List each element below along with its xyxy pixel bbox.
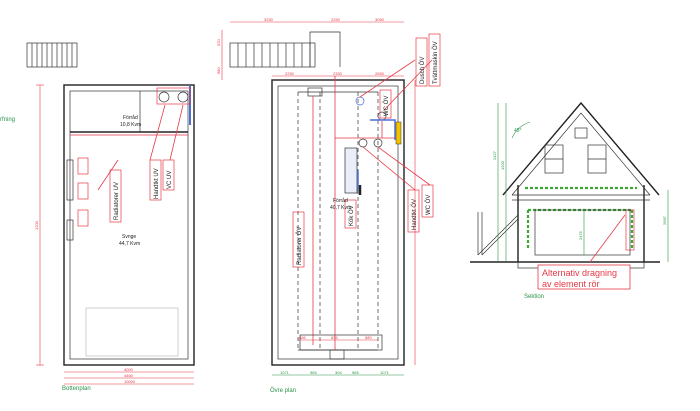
svg-text:880: 880 — [365, 335, 372, 340]
svg-text:Dusch ÖV: Dusch ÖV — [419, 57, 426, 84]
svg-text:886: 886 — [299, 335, 306, 340]
svg-text:1200: 1200 — [34, 220, 39, 230]
svg-text:Radiatorer ÖV: Radiatorer ÖV — [296, 227, 303, 265]
svg-text:VC UV: VC UV — [167, 171, 173, 189]
upper-tag-tvatt: Tvättmaskin ÖV — [428, 33, 441, 87]
svg-text:Handtkt ÖV: Handtkt ÖV — [411, 199, 418, 230]
svg-text:2250: 2250 — [285, 71, 295, 76]
svg-text:2250: 2250 — [331, 17, 341, 22]
svg-text:WC ÖV: WC ÖV — [383, 96, 390, 116]
stair-symbol — [26, 42, 78, 68]
ground-floor-plan: Handtkt UV VC UV Radiatorer UV Förråd 10… — [0, 42, 195, 392]
svg-text:WC ÖV: WC ÖV — [425, 195, 432, 215]
svg-text:3050: 3050 — [375, 17, 385, 22]
svg-text:3250: 3250 — [264, 17, 274, 22]
svg-text:2427: 2427 — [492, 150, 497, 160]
upper-floor-title: Övre plan — [270, 387, 296, 394]
section-title: Sektion — [524, 294, 544, 300]
ground-tag-handtkt: Handtkt UV — [149, 159, 162, 201]
upper-tag-radiator: Radiatorer ÖV — [292, 211, 305, 268]
upper-tag-kok: Kök ÖV — [344, 199, 357, 229]
svg-text:10000: 10000 — [124, 379, 136, 384]
ground-outer-wall — [63, 84, 195, 366]
ground-sauna-area: 44,7 Kvm — [119, 241, 140, 247]
upper-tag-dusch: Dusch ÖV — [415, 37, 428, 87]
svg-text:965: 965 — [310, 370, 317, 375]
section-drawing: 2427 1200 2475 2687 45° Alternativ dragn… — [470, 101, 669, 300]
svg-text:4000: 4000 — [124, 367, 134, 372]
svg-text:815: 815 — [331, 335, 338, 340]
upper-room-area: 40,7 Kvm — [330, 205, 351, 211]
svg-text:1200: 1200 — [500, 160, 505, 170]
svg-text:Radiatorer UV: Radiatorer UV — [114, 182, 120, 220]
section-note-line2: av element rör — [542, 279, 600, 289]
ground-left-label: rfning — [0, 117, 15, 123]
svg-text:4460: 4460 — [124, 373, 134, 378]
upper-tag-handtkt: Handtkt ÖV — [407, 189, 420, 233]
ground-storage-area: 10,8 Kvm — [120, 122, 141, 128]
svg-text:680: 680 — [216, 67, 221, 74]
section-note-line1: Alternativ dragning — [542, 268, 617, 278]
svg-text:Handtkt UV: Handtkt UV — [154, 168, 160, 199]
upper-tag-wc-right: WC ÖV — [421, 184, 434, 218]
svg-text:1071: 1071 — [280, 370, 290, 375]
svg-text:2330: 2330 — [333, 71, 343, 76]
ground-sauna-name: Svnge — [122, 234, 136, 240]
svg-text:520: 520 — [216, 39, 221, 46]
ground-storage-name: Förråd — [123, 114, 138, 121]
svg-text:Tvättmaskin ÖV: Tvättmaskin ÖV — [432, 41, 439, 84]
ground-floor-title: Bottenplan — [62, 386, 91, 392]
upper-room-name: Förråd — [333, 197, 348, 204]
svg-text:304: 304 — [335, 370, 342, 375]
svg-text:965: 965 — [352, 370, 359, 375]
svg-text:2687: 2687 — [662, 215, 667, 225]
svg-text:2650: 2650 — [375, 71, 385, 76]
section-angle: 45° — [514, 128, 522, 134]
svg-text:Kök ÖV: Kök ÖV — [348, 205, 355, 226]
upper-tag-wc-top: WC ÖV — [379, 89, 392, 119]
ground-tag-radiator: Radiatorer UV — [109, 169, 122, 223]
upper-outer-wall — [271, 79, 405, 366]
svg-text:2475: 2475 — [578, 230, 583, 240]
ground-tag-vc: VC UV — [162, 159, 175, 191]
upper-floor-plan: Dusch ÖV Tvättmaskin ÖV WC ÖV Kök ÖV Rad… — [216, 17, 441, 394]
svg-text:1071: 1071 — [380, 370, 390, 375]
